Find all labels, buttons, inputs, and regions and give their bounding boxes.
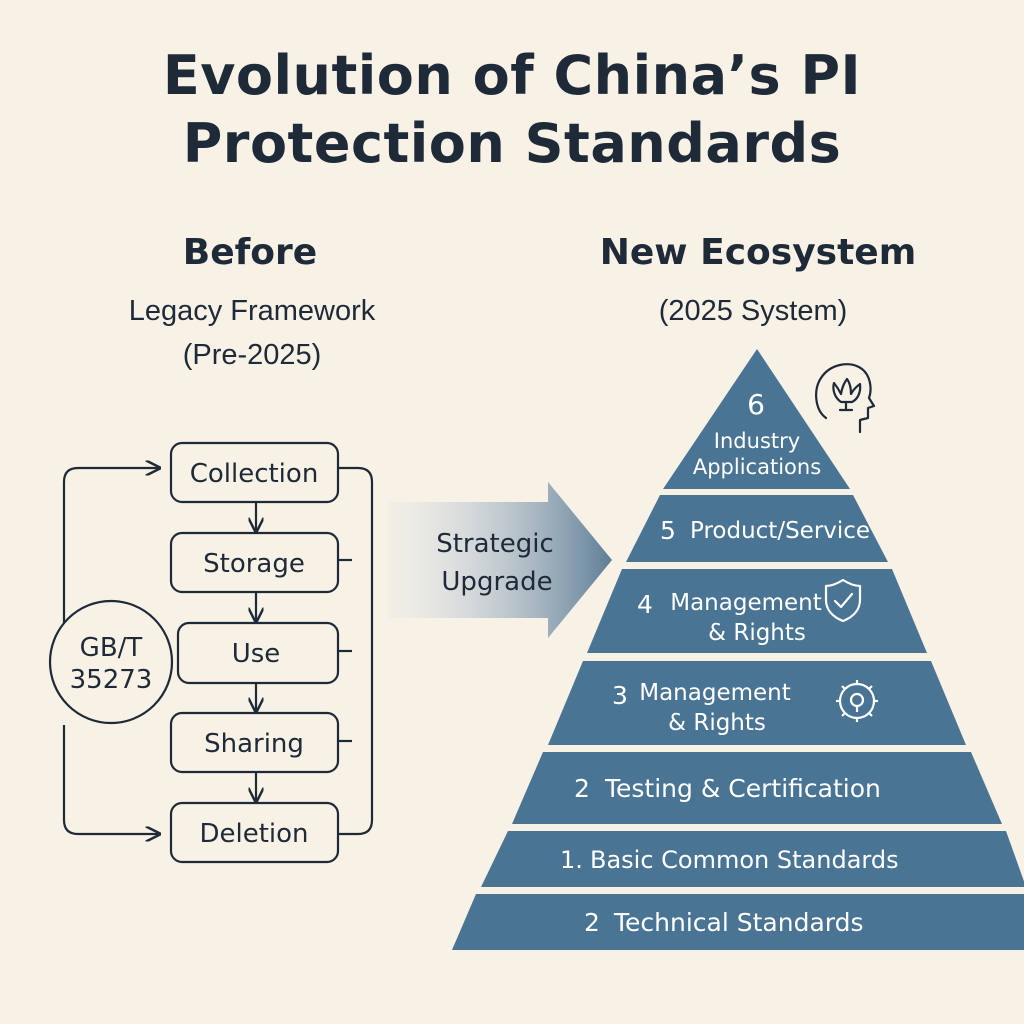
after-subtitle: (2025 System) <box>658 295 848 327</box>
head-lotus-icon <box>815 363 876 434</box>
page-title: Evolution of China’s PI Protection Stand… <box>0 42 1024 178</box>
standard-code-line2: 35273 <box>70 665 153 695</box>
before-heading: Before <box>182 232 318 273</box>
tier-label-line1: Management <box>670 590 822 616</box>
title-line-1: Evolution of China’s PI <box>162 44 862 107</box>
title-line-2: Protection Standards <box>182 112 842 175</box>
tier-number: 5 <box>660 516 676 545</box>
tier-number: 2 <box>574 774 590 803</box>
pyramid-tier-2-testing: 2 Testing & Certification <box>512 752 1002 824</box>
tier-label-line1: Technical Standards <box>613 908 864 937</box>
upgrade-label-line2: Upgrade <box>441 567 552 597</box>
tier-label-line2: Applications <box>693 455 821 479</box>
before-subtitle: Legacy Framework <box>128 295 376 327</box>
step-collection: Collection <box>169 441 340 504</box>
tier-number: 3 <box>612 681 628 710</box>
tier-label-line1: Product/Service <box>690 518 870 544</box>
tier-label-line2: & Rights <box>708 620 806 646</box>
pyramid-tier-4: 4 Management & Rights <box>587 569 927 653</box>
tier-number: 1. <box>560 846 583 874</box>
before-period: (Pre-2025) <box>182 339 322 371</box>
standards-pyramid: 6 Industry Applications 5 Product/Servic… <box>452 349 1024 950</box>
tier-label-line1: Testing & Certification <box>604 774 881 803</box>
step-label: Storage <box>203 549 305 579</box>
standard-code-line1: GB/T <box>80 633 143 663</box>
pyramid-tier-base: 2 Technical Standards <box>452 894 1024 950</box>
tier-number: 2 <box>584 908 600 937</box>
pyramid-tier-3: 3 Management & Rights <box>548 661 966 745</box>
step-label: Use <box>232 639 281 669</box>
after-heading: New Ecosystem <box>599 232 917 273</box>
step-use: Use <box>176 621 340 685</box>
shield-check-icon <box>824 578 862 623</box>
step-label: Deletion <box>199 819 308 849</box>
step-storage: Storage <box>169 531 340 594</box>
step-label: Collection <box>190 459 319 489</box>
tier-label-line1: Management <box>639 680 791 706</box>
legacy-lifecycle-flow <box>62 466 374 836</box>
gear-icon <box>836 680 878 722</box>
pyramid-tier-1: 1. Basic Common Standards <box>481 831 1024 887</box>
tier-number: 6 <box>747 388 765 421</box>
tier-label-line1: Industry <box>714 429 800 453</box>
strategic-upgrade-arrow: Strategic Upgrade <box>388 482 612 638</box>
step-label: Sharing <box>204 729 304 759</box>
pyramid-tier-5: 5 Product/Service <box>626 495 888 562</box>
standard-circle: GB/T 35273 <box>48 599 174 725</box>
loop-arrow-to-collection <box>62 468 158 625</box>
right-bracket <box>338 466 374 836</box>
step-deletion: Deletion <box>169 801 340 864</box>
pyramid-tier-6: 6 Industry Applications <box>663 349 850 489</box>
loop-arrow-to-deletion <box>62 725 158 834</box>
tier-label-line1: Basic Common Standards <box>590 846 899 874</box>
tier-label-line2: & Rights <box>668 710 766 736</box>
upgrade-label-line1: Strategic <box>436 529 554 559</box>
step-sharing: Sharing <box>169 711 340 774</box>
tier-number: 4 <box>637 590 653 619</box>
